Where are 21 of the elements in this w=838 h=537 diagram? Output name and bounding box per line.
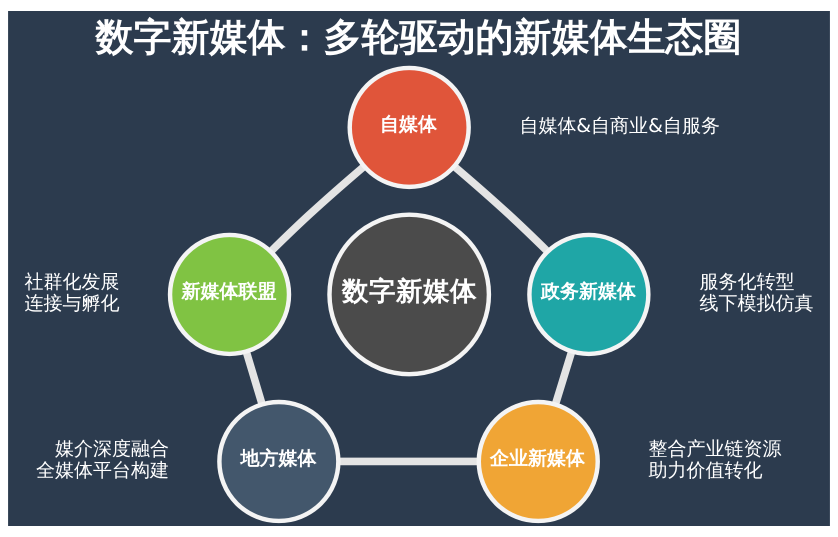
diagram-title: 数字新媒体：多轮驱动的新媒体生态圈 [96,15,742,60]
connector [268,164,366,254]
node-label: 服务化转型 [700,271,795,294]
node-label: 自媒体&自商业&自服务 [519,114,720,137]
node-label: 连接与孵化 [24,292,120,315]
node-circle: 企业新媒体 [476,400,600,524]
node-label: 全媒体平台构建 [36,460,169,482]
node-circle: 地方媒体 [217,400,341,524]
node-label: 助力价值转化 [648,460,762,482]
node-label: 社群化发展 [24,271,120,294]
connector [452,164,550,254]
node-circle: 数字新媒体 [327,212,492,376]
node-circle: 新媒体联盟 [168,232,292,356]
node-label: 整合产业链资源 [648,438,782,460]
node-label: 线下模拟仿真 [700,292,814,315]
node-circle: 自媒体 [348,66,471,190]
connector [338,458,479,466]
node-circle: 政务新媒体 [527,232,651,356]
connector [552,350,576,406]
connector [242,350,266,406]
node-label: 媒介深度融合 [54,438,169,460]
